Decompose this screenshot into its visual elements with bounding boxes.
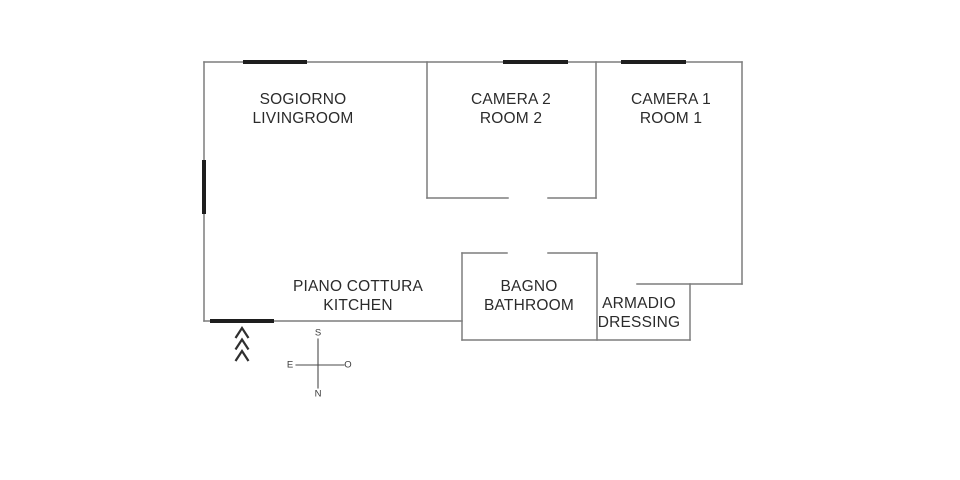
compass-cross-icon [295,338,345,389]
room-label-room2: CAMERA 2 ROOM 2 [471,90,551,128]
window-segments [202,60,686,323]
room-name-italian: ARMADIO [602,295,676,312]
room-label-room1: CAMERA 1 ROOM 1 [631,90,711,128]
room-label-dressing: ARMADIO DRESSING [598,294,681,332]
compass-label-west: O [344,359,352,371]
compass-label-north: N [314,388,322,400]
room-name-italian: CAMERA 1 [631,91,711,108]
room-name-english: KITCHEN [323,297,393,314]
room-name-italian: CAMERA 2 [471,91,551,108]
room-label-bathroom: BAGNO BATHROOM [484,277,574,315]
room-name-italian: PIANO COTTURA [292,278,424,295]
room-name-english: BATHROOM [483,297,575,314]
room-name-english: LIVINGROOM [252,110,354,127]
entrance-direction-icon [234,325,250,362]
room-label-kitchen: PIANO COTTURA KITCHEN [293,277,423,315]
room-name-italian: BAGNO [500,278,558,295]
room-name-english: ROOM 1 [639,110,703,127]
room-name-english: DRESSING [597,314,681,331]
room-label-livingroom: SOGIORNO LIVINGROOM [252,90,353,128]
compass-label-east: E [286,359,294,371]
room-name-italian: SOGIORNO [259,91,347,108]
room-name-english: ROOM 2 [479,110,543,127]
compass-label-south: S [314,327,322,339]
